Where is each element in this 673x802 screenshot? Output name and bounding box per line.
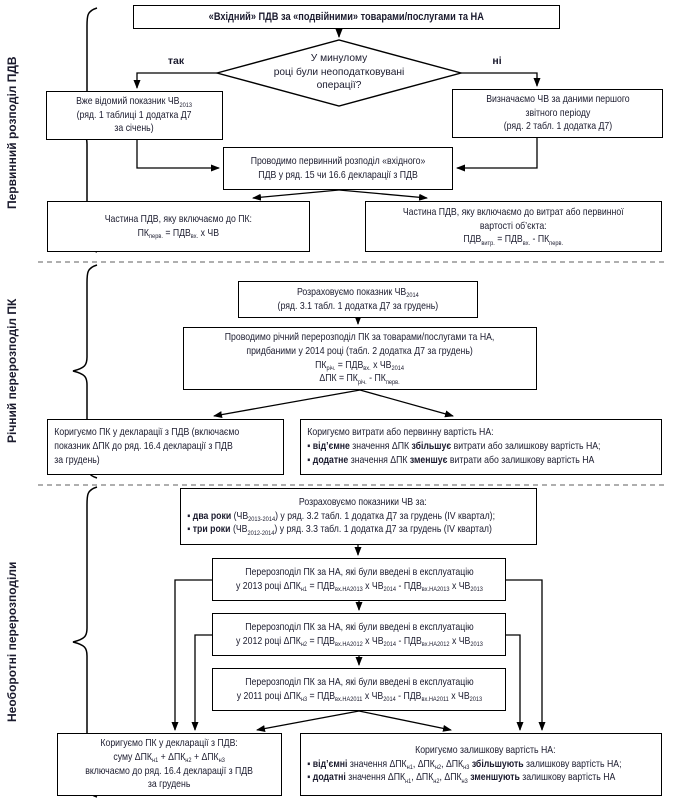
node-calc-chv-multi-year: Розраховуємо показники ЧВ за: ▪ два роки… <box>180 488 537 545</box>
adjust-residual-heading: Коригуємо залишкову вартість НА: <box>415 744 556 756</box>
adjust-cost-annual-bullet-positive: ▪ додатне значення ΔПК зменшує витрати а… <box>307 454 595 466</box>
adjust-cost-annual-bullet-negative: ▪ від’ємне значення ΔПК збільшує витрати… <box>307 441 601 453</box>
decision-diamond-shape <box>214 39 464 107</box>
node-adjust-tax-credit-noncurrent: Коригуємо ПК у декларації з ПДВ:суму ΔПК… <box>57 733 282 796</box>
adjust-cost-annual-heading: Коригуємо витрати або первинну вартість … <box>307 427 494 439</box>
node-annual-redistribution: Проводимо річний перерозподіл ПК за това… <box>183 327 537 390</box>
arrow-redistribute-to-adjust-pk <box>213 389 361 419</box>
node-primary-distribution: Проводимо первинний розподіл «вхідного»П… <box>223 147 453 190</box>
branch-label-no: ні <box>492 55 502 67</box>
arrow-known-to-distribute <box>136 140 220 172</box>
adjust-residual-bullet-negative: ▪ від’ємні значення ΔПКн1, ΔПКн2, ΔПКн3 … <box>307 758 622 772</box>
node-redistribution-2013: Перерозподіл ПК за НА, які були введені … <box>212 558 506 601</box>
node-input-vat-title: «Вхідний» ПДВ за «подвійними» товарами/п… <box>133 5 560 29</box>
arrow-decision-yes <box>133 72 217 89</box>
node-part-to-expenses: Частина ПДВ, яку включаємо до витрат або… <box>365 201 662 252</box>
arrow-distribute-to-cost <box>338 189 428 201</box>
wire-2013-right <box>506 579 546 731</box>
node-redistribution-2012: Перерозподіл ПК за НА, які були введені … <box>212 613 506 656</box>
arrow-determine-to-distribute <box>456 138 538 172</box>
section-label-noncurrent: Необоротні перерозподіли <box>5 561 19 723</box>
node-adjust-tax-credit-annual: Коригуємо ПК у декларації з ПДВ (включає… <box>47 419 284 475</box>
section-label-primary: Первинний розподіл ПДВ <box>5 56 19 209</box>
calc-three-years-bullet: ▪ три роки (ЧВ2012-2014) у ряд. 3.3 табл… <box>187 524 492 537</box>
wire-2012-left <box>191 634 212 731</box>
section-label-annual: Річний перерозподіл ПК <box>5 298 19 444</box>
wire-2013-left <box>171 579 212 731</box>
node-redistribution-2011: Перерозподіл ПК за НА, які були введені … <box>212 668 506 711</box>
adjust-residual-bullet-positive: ▪ додатні значення ΔПКн1, ΔПКн2, ΔПКн3 з… <box>307 772 616 785</box>
arrow-2011-to-adjust-cost <box>358 710 452 732</box>
wire-2012-right <box>506 634 524 731</box>
node-adjust-cost-annual: Коригуємо витрати або первинну вартість … <box>300 419 662 475</box>
node-part-to-tax-credit: Частина ПДВ, яку включаємо до ПК:ПКперв.… <box>47 201 310 252</box>
arrow-redistribute-to-adjust-cost <box>359 389 454 418</box>
node-adjust-residual-value: Коригуємо залишкову вартість НА: ▪ від’є… <box>300 733 662 796</box>
node-calc-chv-2014: Розраховуємо показник ЧВ2014(ряд. 3.1 та… <box>238 281 478 318</box>
branch-label-yes: так <box>167 55 185 67</box>
node-known-chv-2013: Вже відомий показник ЧВ2013(ряд. 1 табли… <box>46 91 223 140</box>
arrow-2011-to-adjust-pk <box>256 710 360 732</box>
arrow-decision-no <box>461 72 541 87</box>
calc-multi-year-heading: Розраховуємо показники ЧВ за: <box>298 496 427 508</box>
calc-two-years-bullet: ▪ два роки (ЧВ2013-2014) у ряд. 3.2 табл… <box>187 510 495 524</box>
arrow-distribute-to-pk <box>252 189 340 201</box>
